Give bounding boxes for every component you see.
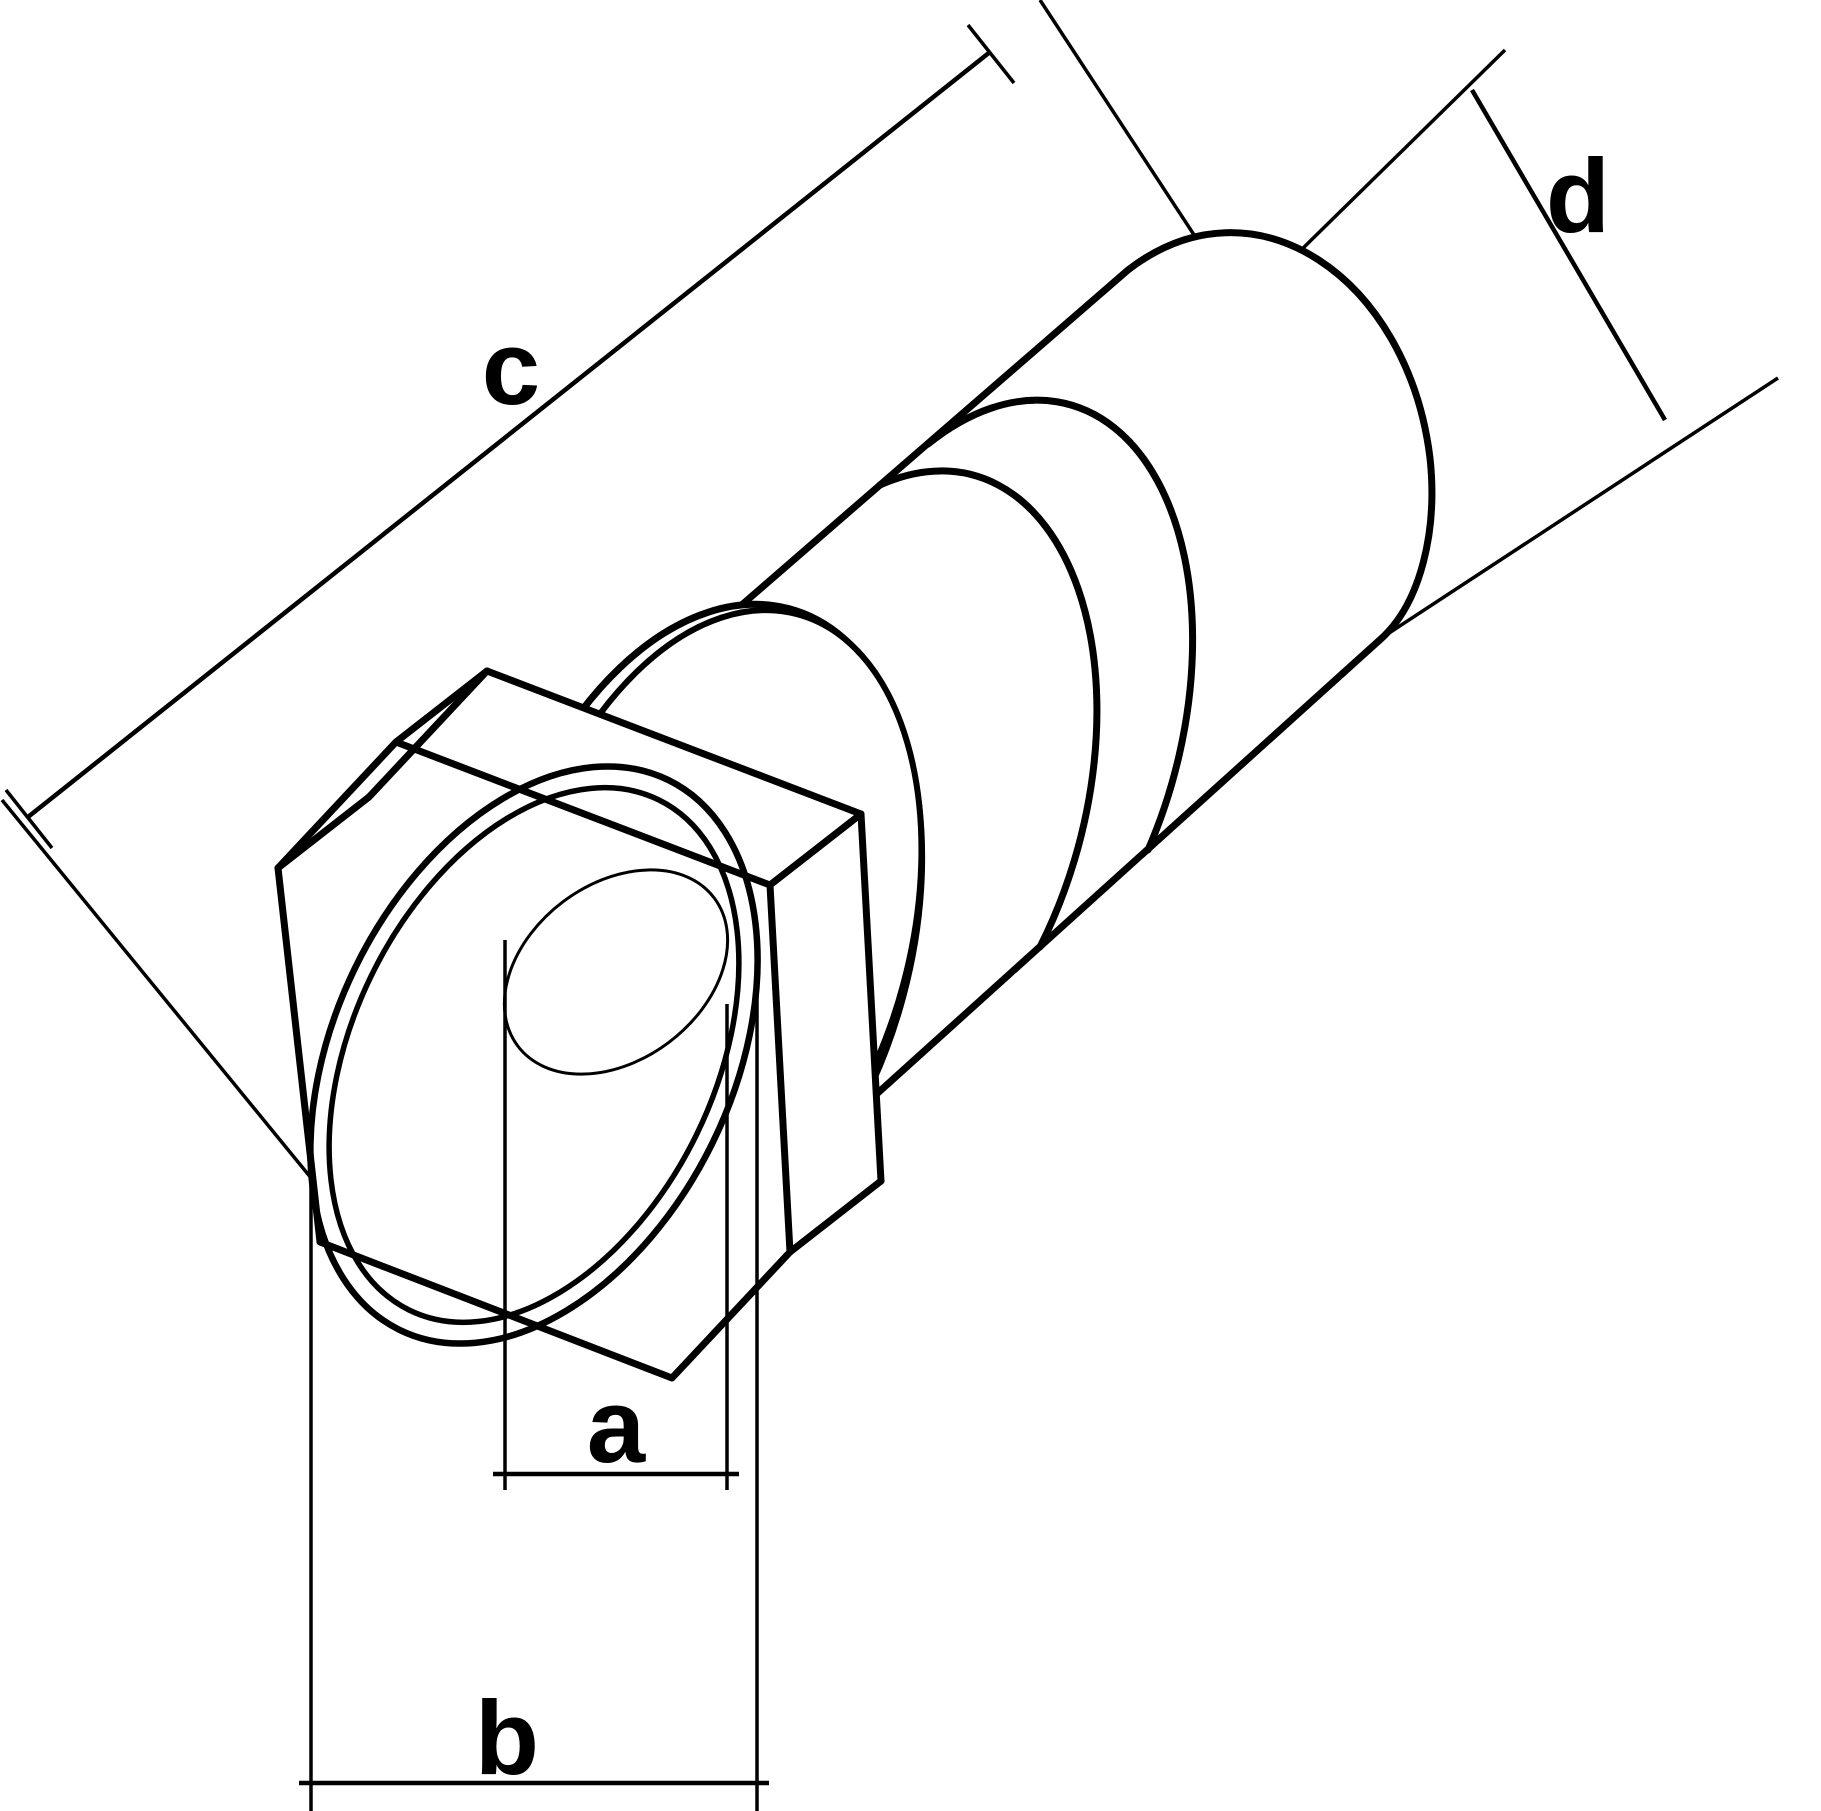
dimension-c-line: [26, 50, 992, 819]
ring-groove-front-arc: [876, 467, 1101, 951]
dimension-a: [493, 940, 739, 1490]
label-d: d: [1546, 138, 1610, 255]
hex-nut-side-edge-right-top: [766, 810, 865, 889]
dimension-c-front-extension-line: [0, 798, 354, 1230]
front-face-outer-rim: [307, 763, 761, 1347]
hex-nut-side-edge-top: [392, 667, 491, 746]
label-c: c: [482, 310, 540, 427]
front-face-inner-rim: [326, 784, 742, 1326]
label-b: b: [475, 1680, 539, 1797]
hex-nut-side-edge-left: [274, 793, 373, 872]
dimension-b: [299, 955, 769, 1811]
rear-barrel-outline: [718, 229, 1436, 1104]
hex-nut-rear-edges: [365, 667, 885, 1185]
label-a: a: [587, 1368, 647, 1485]
hex-nut-side-edge-right-bottom: [786, 1177, 885, 1256]
ring-groove-rear-arc: [924, 396, 1197, 854]
center-bore: [502, 868, 730, 1076]
dimension-c-tick-upper: [966, 23, 1016, 85]
dimension-c-tick-lower: [4, 788, 54, 850]
dimension-d-lower-extension-line: [1382, 376, 1779, 639]
connector-body: [274, 229, 1436, 1382]
dimension-d-line: [1470, 88, 1667, 422]
